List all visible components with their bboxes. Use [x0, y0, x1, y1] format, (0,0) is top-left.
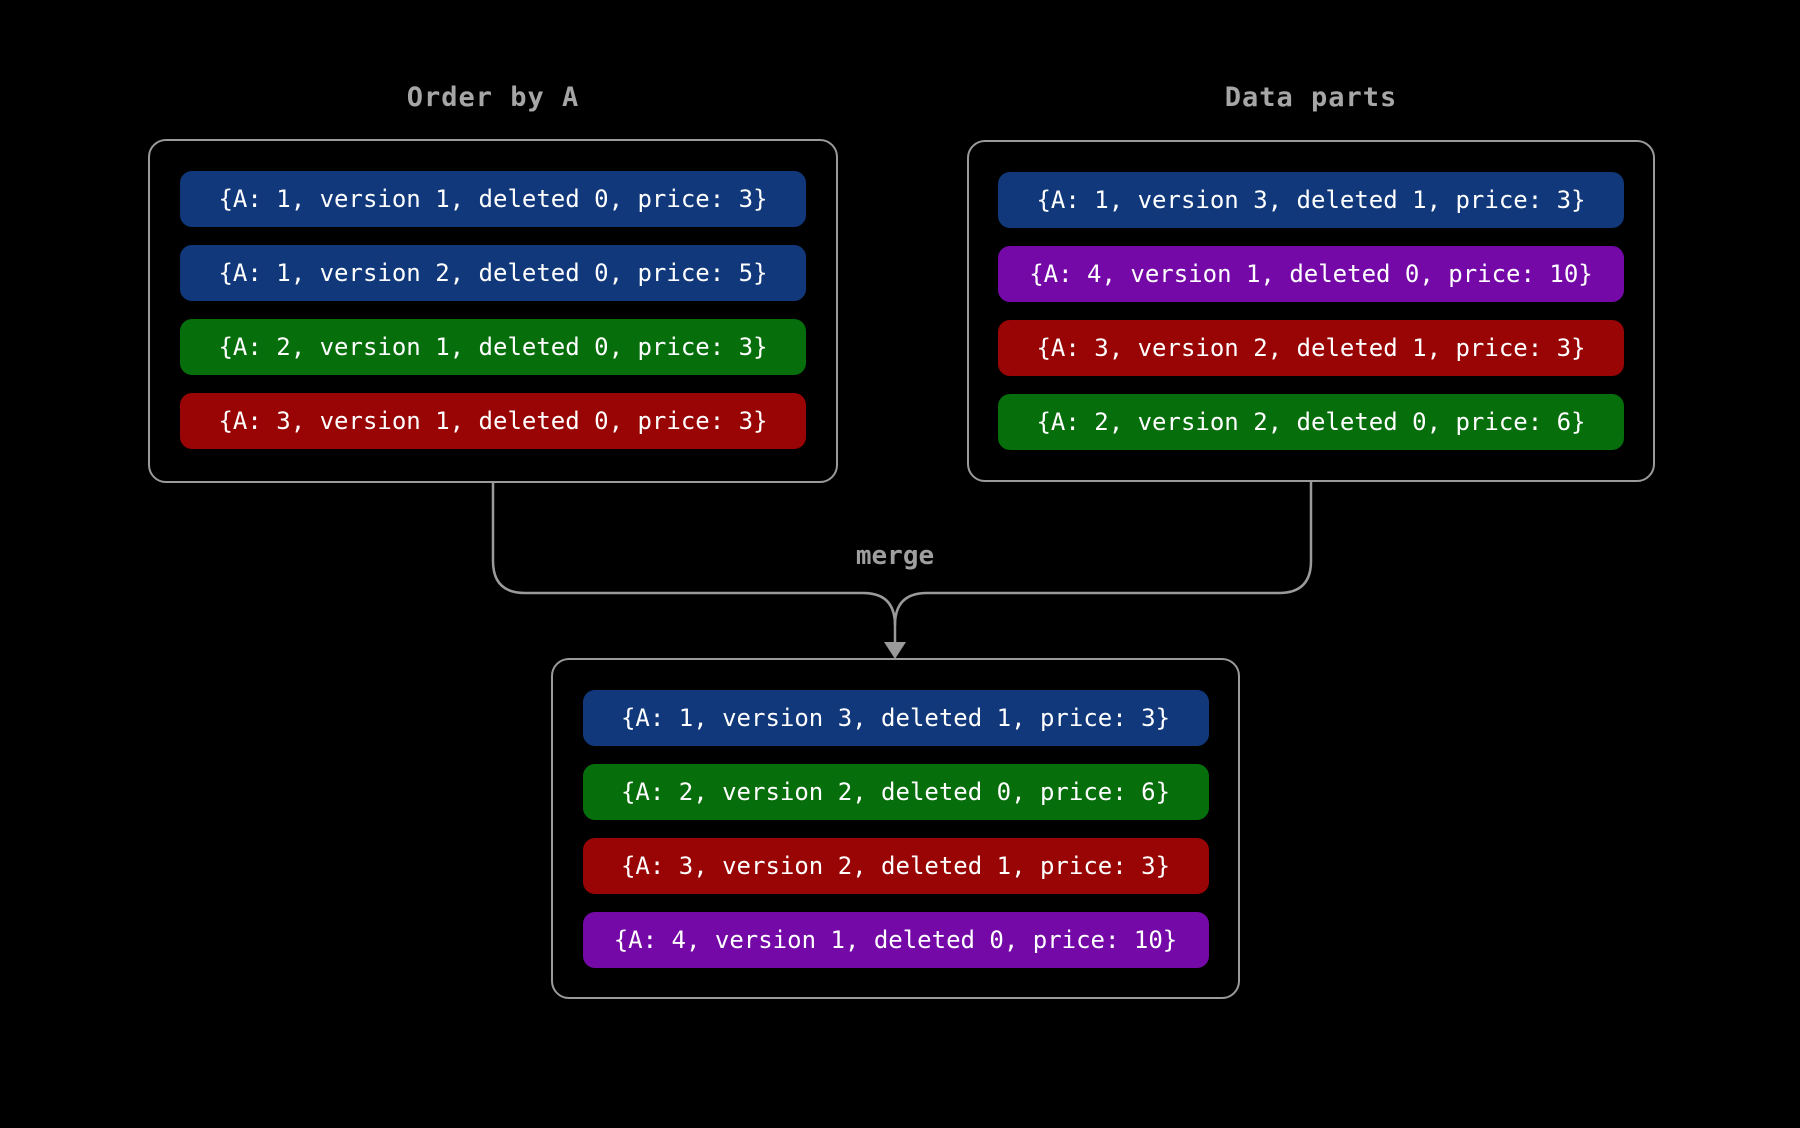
order-by-a-title: Order by A	[406, 82, 580, 113]
data-part-row: {A: 3, version 1, deleted 0, price: 3}	[180, 393, 806, 449]
data-parts-title: Data parts	[1224, 82, 1398, 113]
data-part-row: {A: 3, version 2, deleted 1, price: 3}	[998, 320, 1624, 376]
data-part-row: {A: 2, version 2, deleted 0, price: 6}	[582, 764, 1209, 820]
data-part-row: {A: 2, version 1, deleted 0, price: 3}	[180, 319, 806, 375]
data-part-row: {A: 4, version 1, deleted 0, price: 10}	[582, 912, 1209, 968]
data-part-row: {A: 4, version 1, deleted 0, price: 10}	[998, 246, 1624, 302]
data-part-row: {A: 1, version 1, deleted 0, price: 3}	[180, 171, 806, 227]
data-part-row: {A: 1, version 2, deleted 0, price: 5}	[180, 245, 806, 301]
data-part-row: {A: 1, version 3, deleted 1, price: 3}	[582, 690, 1209, 746]
arrow-head-icon	[884, 642, 906, 659]
merged-panel: {A: 1, version 3, deleted 1, price: 3} {…	[551, 658, 1240, 999]
data-parts-panel: {A: 1, version 3, deleted 1, price: 3} {…	[967, 140, 1655, 482]
data-part-row: {A: 2, version 2, deleted 0, price: 6}	[998, 394, 1624, 450]
order-by-a-panel: {A: 1, version 1, deleted 0, price: 3} {…	[148, 139, 838, 483]
data-part-row: {A: 3, version 2, deleted 1, price: 3}	[582, 838, 1209, 894]
merge-label: merge	[855, 541, 935, 571]
data-part-row: {A: 1, version 3, deleted 1, price: 3}	[998, 172, 1624, 228]
